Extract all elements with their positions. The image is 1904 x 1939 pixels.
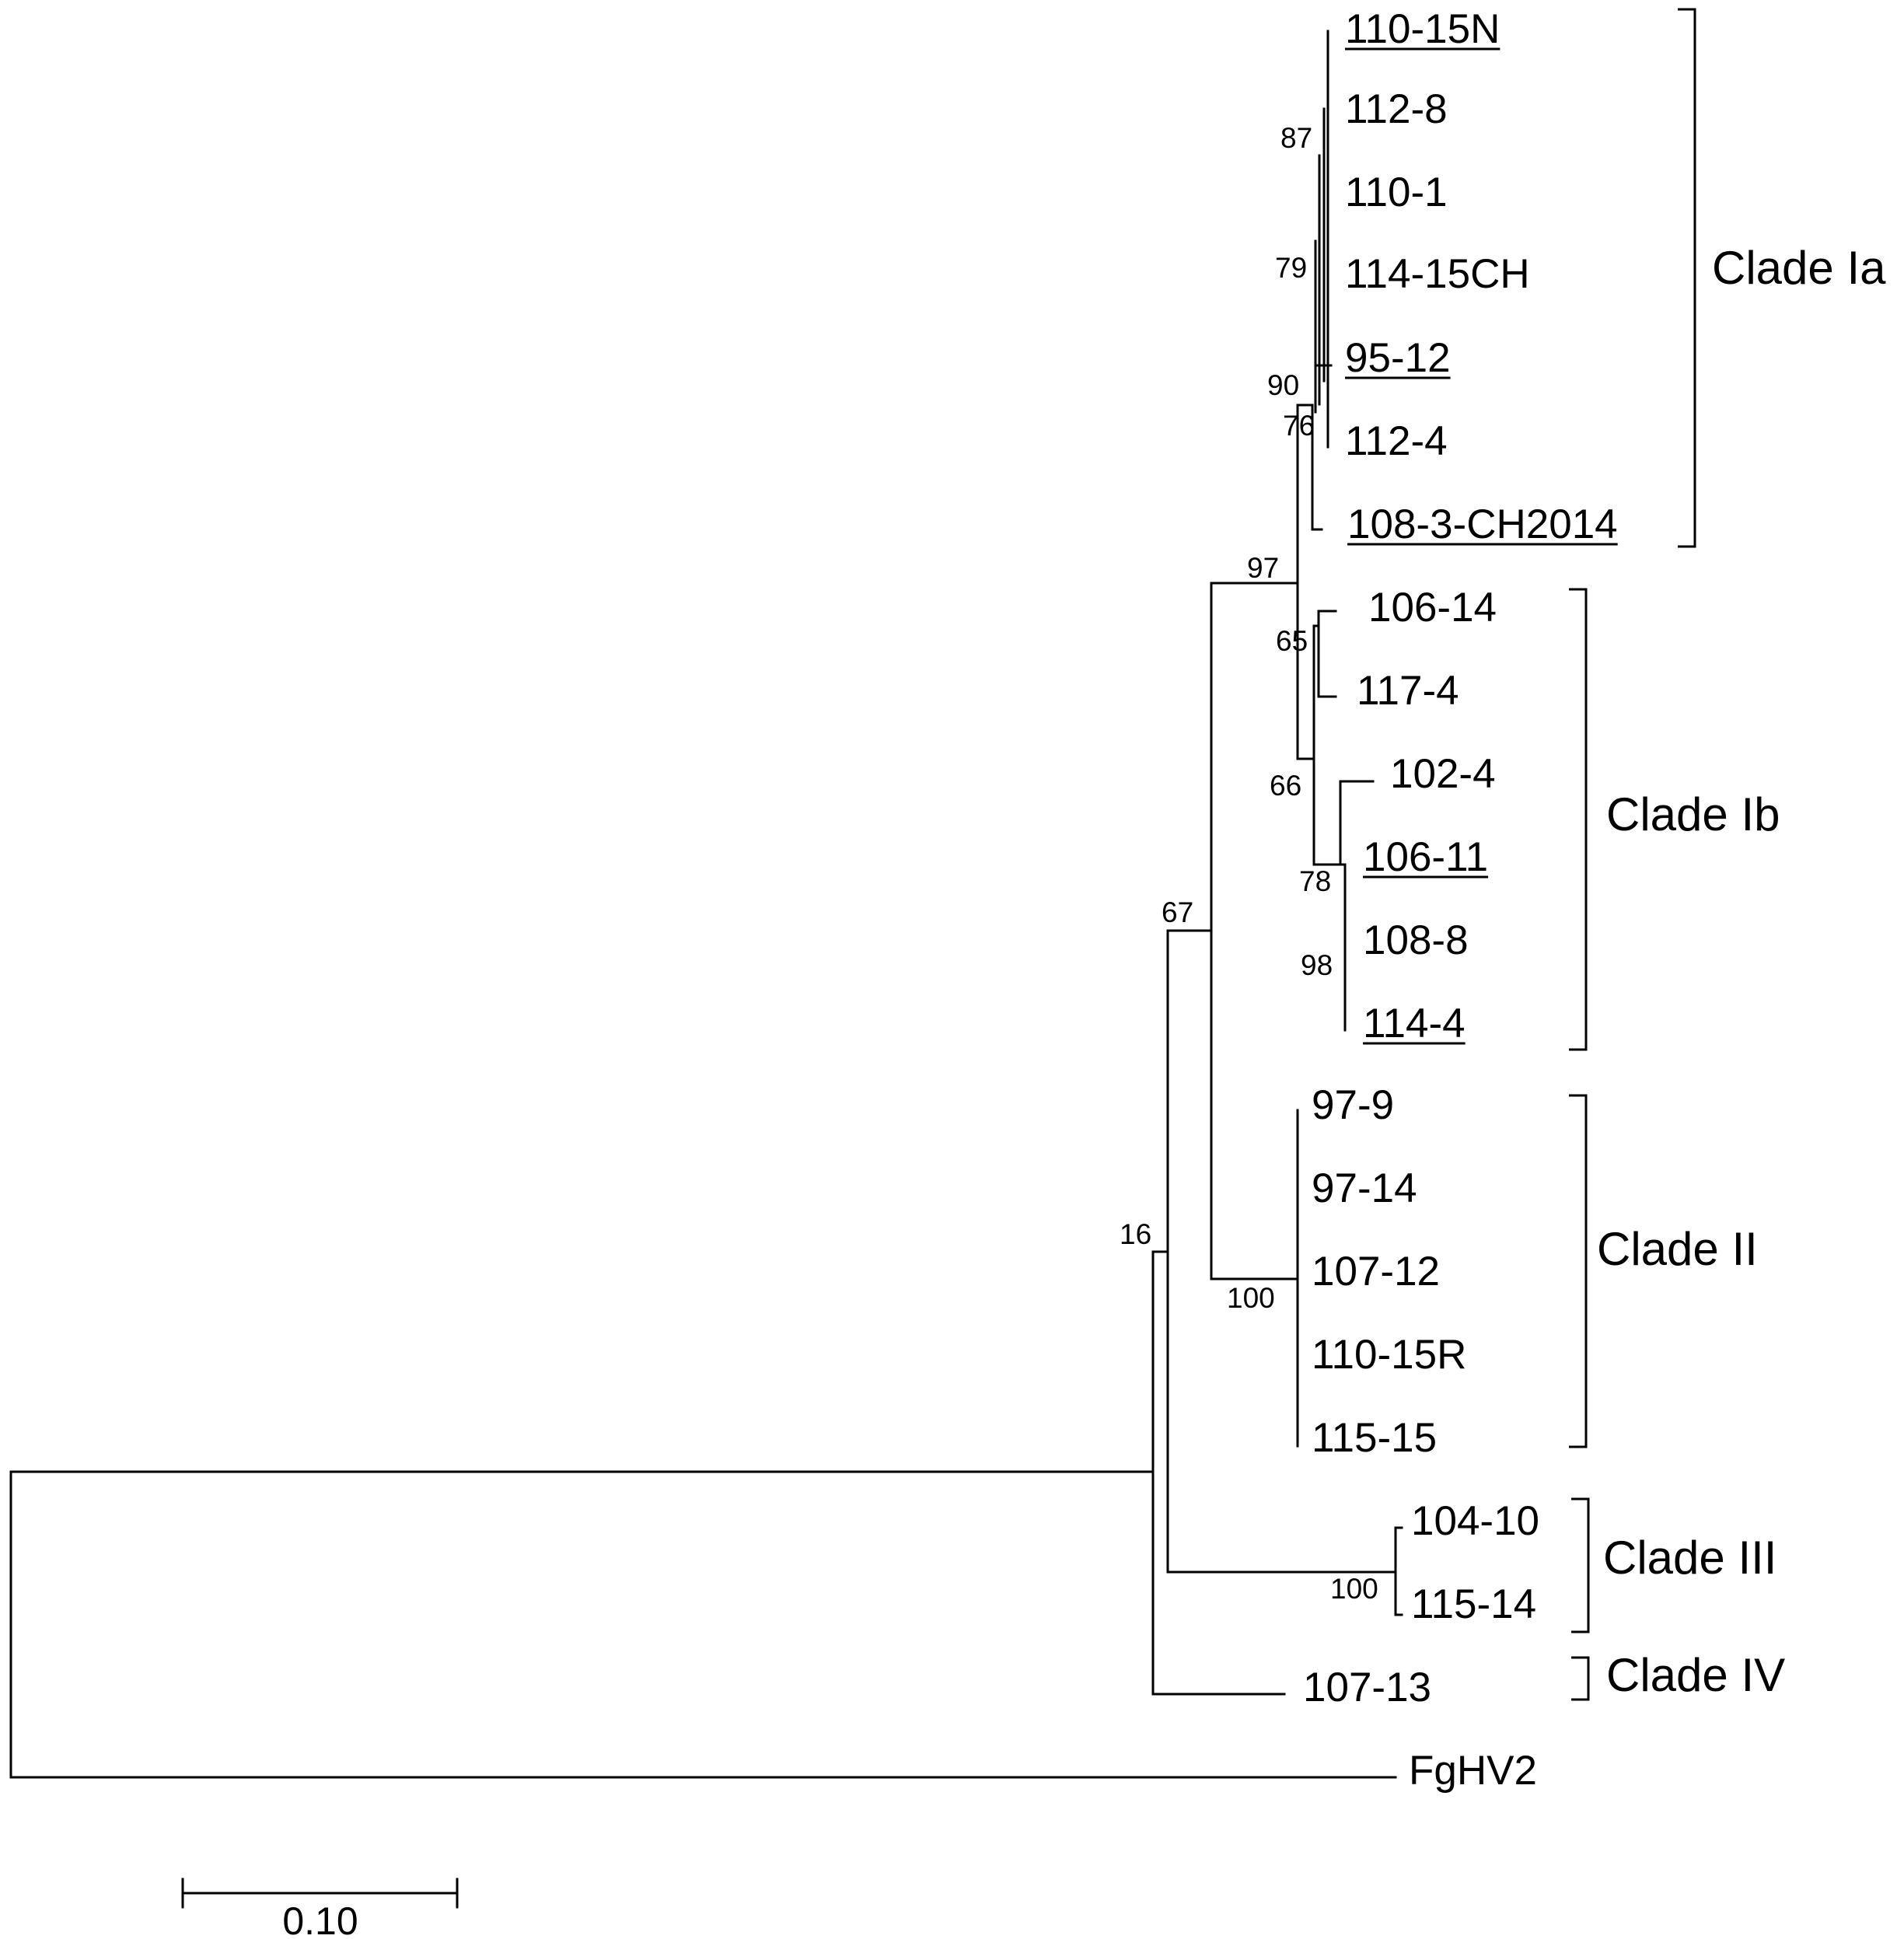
taxon-label: 97-14 [1312, 1165, 1417, 1211]
taxon-label: 95-12 [1345, 335, 1451, 381]
clade-label: Clade III [1603, 1532, 1776, 1584]
taxon-label: 115-15 [1312, 1415, 1437, 1461]
taxon-label: 112-8 [1345, 86, 1448, 132]
taxon-label: 110-1 [1345, 169, 1448, 215]
scale-bar-line [181, 1878, 459, 1909]
bootstrap-value: 87 [1280, 122, 1312, 154]
taxon-label: 115-14 [1411, 1581, 1536, 1627]
taxon-label: 97-9 [1312, 1082, 1394, 1128]
taxon-label: 106-14 [1368, 585, 1497, 631]
bootstrap-value: 67 [1162, 896, 1193, 928]
bootstrap-value: 98 [1301, 949, 1333, 981]
clade-brackets: Clade Ia Clade Ib Clade II Clade III Clade I… [1569, 8, 1886, 1701]
taxon-label: 110-15N [1345, 6, 1500, 52]
taxon-label: 110-15R [1312, 1332, 1466, 1378]
taxon-label: 114-4 [1363, 1001, 1466, 1046]
bootstrap-value: 90 [1267, 369, 1299, 401]
scale-bar: 0.10 [181, 1878, 459, 1939]
taxon-label: 114-15CH [1345, 251, 1530, 297]
clade-bracket [1569, 1094, 1588, 1448]
clade-bracket [1678, 8, 1696, 548]
taxon-labels: 110-15N 112-8 110-1 114-15CH 95-12 112-4 108-3… [1303, 6, 1618, 1794]
taxon-label: 107-13 [1303, 1665, 1431, 1710]
bootstrap-labels: 87 79 90 76 97 65 66 78 98 67 16 100 100 [1120, 122, 1378, 1605]
taxon-label: 112-4 [1345, 418, 1448, 464]
taxon-label: 108-3-CH2014 [1347, 501, 1618, 547]
bootstrap-value: 79 [1275, 252, 1307, 284]
taxon-label: 104-10 [1411, 1498, 1539, 1544]
bootstrap-value: 97 [1247, 552, 1279, 584]
bootstrap-value: 65 [1276, 625, 1308, 657]
clade-label: Clade Ia [1712, 242, 1886, 294]
bootstrap-value: 76 [1283, 410, 1315, 442]
bootstrap-value: 100 [1227, 1282, 1275, 1314]
scale-bar-label: 0.10 [282, 1899, 358, 1939]
taxon-label: 108-8 [1363, 917, 1469, 963]
clade-label: Clade II [1597, 1223, 1758, 1275]
taxon-label: 106-11 [1363, 834, 1488, 880]
clade-label: Clade IV [1606, 1649, 1785, 1701]
bootstrap-value: 66 [1270, 770, 1301, 802]
taxon-label: 102-4 [1390, 751, 1496, 797]
clade-bracket [1571, 1656, 1590, 1701]
bootstrap-value: 16 [1120, 1218, 1151, 1250]
clade-bracket [1571, 1497, 1590, 1633]
clade-label: Clade Ib [1606, 788, 1780, 840]
taxon-label: 117-4 [1357, 668, 1459, 714]
taxon-label: 107-12 [1312, 1249, 1440, 1294]
bootstrap-value: 78 [1299, 865, 1331, 897]
clade-bracket [1569, 588, 1588, 1051]
taxon-label: FgHV2 [1409, 1748, 1537, 1794]
tree-branches [9, 30, 1403, 1779]
bootstrap-value: 100 [1330, 1573, 1378, 1605]
